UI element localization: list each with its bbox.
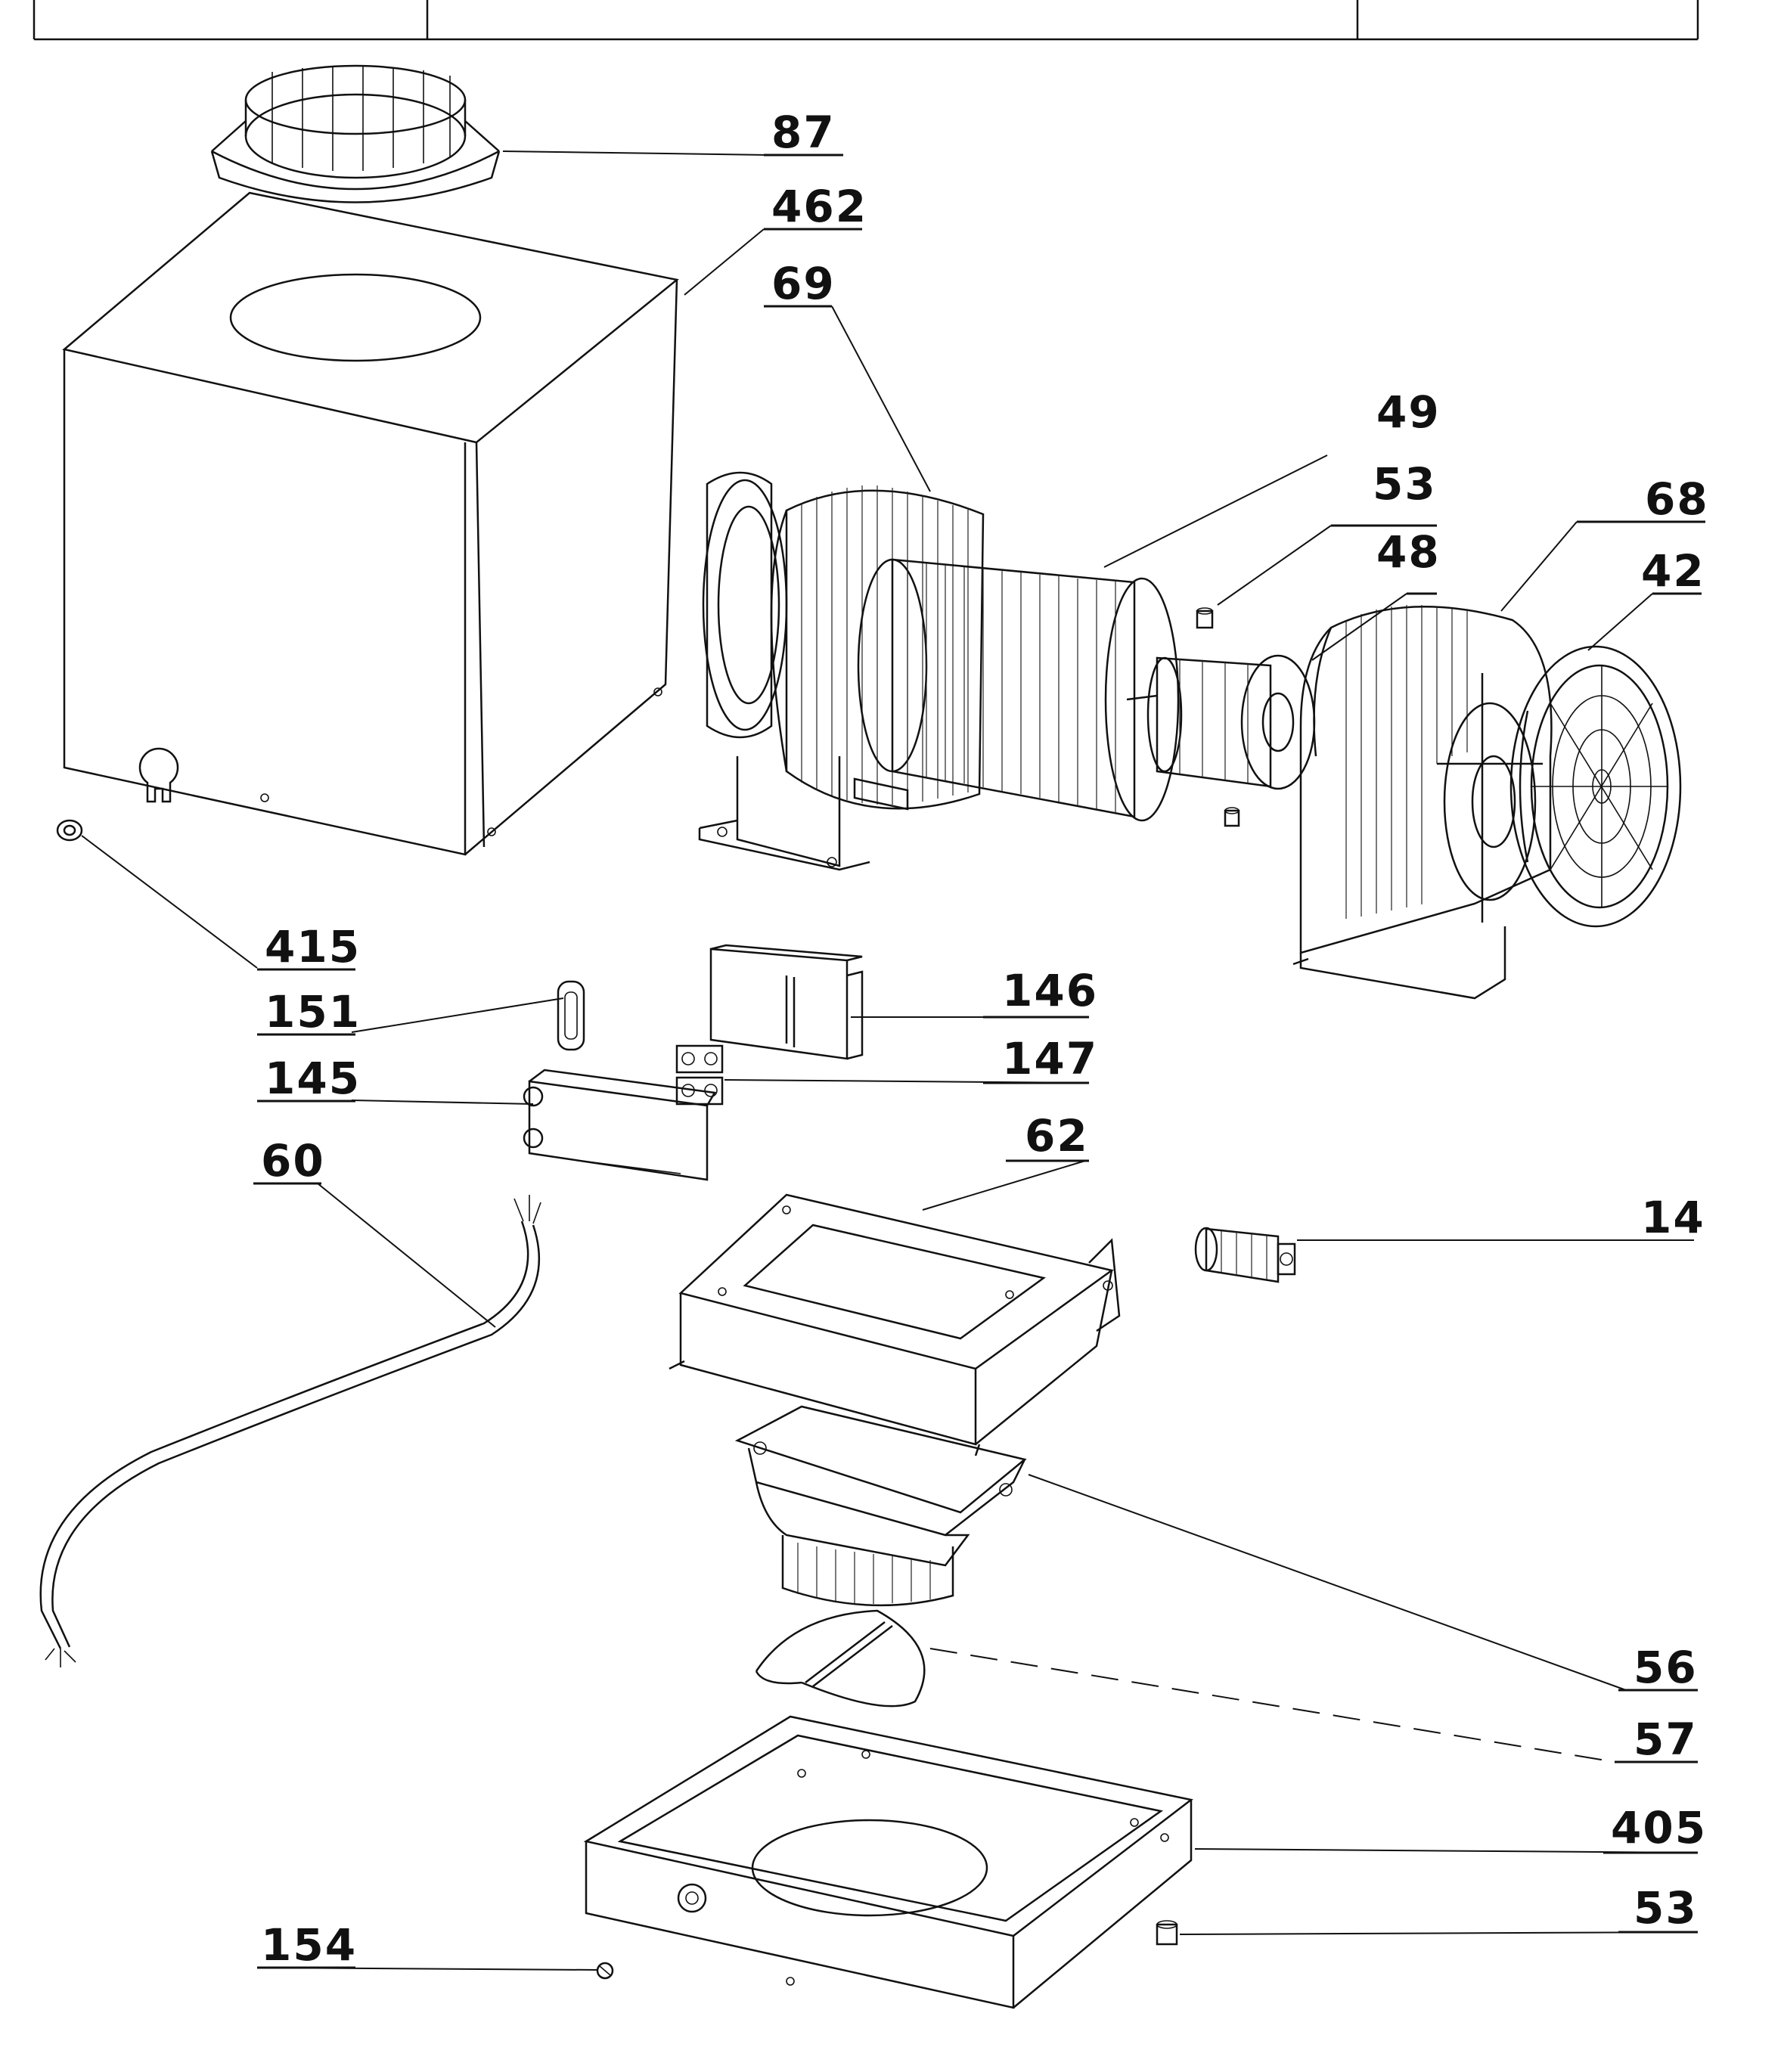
plenum-frame-drawing bbox=[669, 1193, 1121, 1456]
run-capacitor-drawing bbox=[1194, 1227, 1296, 1283]
part-number-462: 462 bbox=[771, 181, 867, 232]
part-number-62: 62 bbox=[1025, 1110, 1089, 1162]
part-number-42: 42 bbox=[1641, 545, 1705, 597]
part-number-87: 87 bbox=[771, 107, 836, 158]
grommet-drawing bbox=[56, 819, 83, 842]
part-number-49: 49 bbox=[1376, 386, 1441, 438]
base-tray-drawing bbox=[583, 1715, 1193, 2009]
gasket-drawing bbox=[557, 980, 585, 1051]
motor-coupling-drawing bbox=[1126, 654, 1316, 790]
leader-lines bbox=[81, 150, 1695, 1971]
duct-adapter-drawing bbox=[734, 1405, 1027, 1607]
screw-drawing bbox=[596, 1962, 614, 1980]
part-number-154: 154 bbox=[261, 1919, 357, 1971]
left-blower-wheel-drawing bbox=[698, 471, 985, 871]
part-number-53-top: 53 bbox=[1373, 458, 1437, 510]
right-grille-drawing bbox=[1509, 645, 1682, 928]
title-block-border bbox=[33, 0, 1699, 41]
part-number-56: 56 bbox=[1634, 1642, 1698, 1693]
part-number-60: 60 bbox=[261, 1135, 325, 1186]
motor-body-drawing bbox=[853, 558, 1180, 822]
part-number-405: 405 bbox=[1611, 1802, 1707, 1853]
housing-box-drawing bbox=[62, 191, 679, 856]
part-number-69: 69 bbox=[771, 258, 836, 309]
terminal-cover-drawing bbox=[709, 944, 864, 1060]
capacitor-drawing bbox=[523, 1069, 717, 1181]
part-number-415: 415 bbox=[265, 921, 361, 972]
part-number-68: 68 bbox=[1645, 473, 1709, 525]
part-number-57: 57 bbox=[1634, 1714, 1698, 1765]
nut-top-drawing bbox=[1196, 607, 1240, 827]
nut-bottom-drawing bbox=[1156, 1920, 1178, 1946]
part-number-145: 145 bbox=[265, 1053, 361, 1104]
part-labels: 87 462 69 49 53 68 48 42 415 151 146 147… bbox=[253, 107, 1709, 1971]
right-blower-housing-drawing bbox=[1292, 605, 1553, 1000]
part-number-147: 147 bbox=[1002, 1033, 1098, 1084]
damper-flap-drawing bbox=[755, 1609, 926, 1708]
collar-flange-drawing bbox=[210, 64, 501, 203]
part-number-146: 146 bbox=[1002, 965, 1098, 1016]
part-number-48: 48 bbox=[1376, 526, 1441, 578]
part-number-14: 14 bbox=[1641, 1192, 1705, 1243]
part-number-53-bottom: 53 bbox=[1634, 1882, 1698, 1934]
terminal-block-drawing bbox=[675, 1044, 724, 1106]
power-cable-drawing bbox=[39, 1195, 541, 1667]
part-number-151: 151 bbox=[265, 986, 361, 1038]
